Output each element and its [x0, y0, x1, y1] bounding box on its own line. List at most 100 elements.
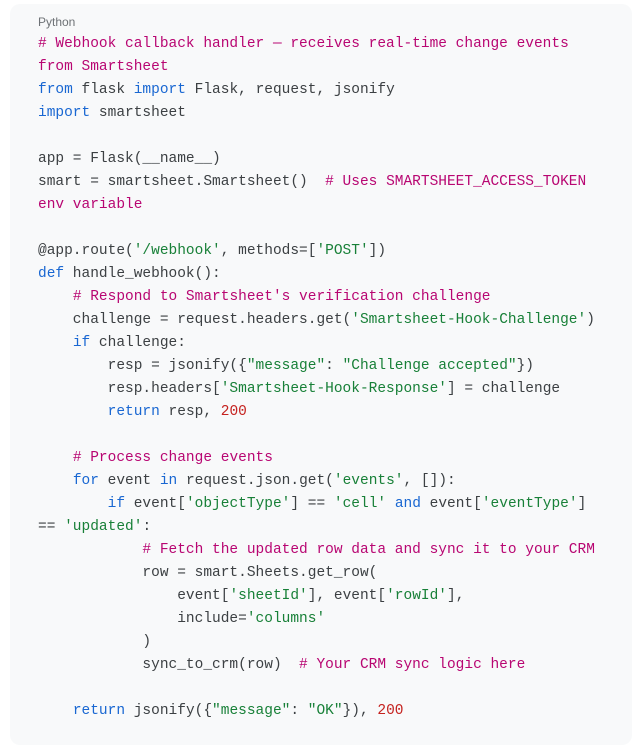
code-token-str: "OK" — [307, 703, 343, 719]
code-token-str: 'events' — [333, 473, 404, 489]
code-line: return resp, 200 — [38, 401, 624, 424]
code-token-kwd: and — [394, 496, 421, 512]
code-token-com: # Fetch the updated row data and sync it… — [142, 542, 595, 558]
code-line: from flask import Flask, request, jsonif… — [38, 79, 624, 102]
code-token-str: 'eventType' — [481, 496, 578, 512]
code-token-pln: event[ — [125, 496, 186, 512]
code-token-pln: ] == — [290, 496, 334, 512]
code-token-pln: resp = jsonify({ — [38, 358, 247, 374]
code-line: ) — [38, 631, 624, 654]
code-token-pln — [38, 335, 73, 351]
code-token-com: from Smartsheet — [38, 59, 169, 75]
code-token-pln: , []): — [403, 473, 456, 489]
code-token-kwd: if — [107, 496, 126, 512]
code-line: sync_to_crm(row) # Your CRM sync logic h… — [38, 654, 624, 677]
code-token-pln — [38, 496, 108, 512]
code-token-com: # Webhook callback handler — receives re… — [38, 36, 569, 52]
code-token-pln: resp, — [159, 404, 221, 420]
code-line: == 'updated': — [38, 516, 624, 539]
code-token-pln: include= — [38, 611, 247, 627]
code-token-pln: challenge: — [90, 335, 186, 351]
code-token-pln: , methods=[ — [220, 243, 317, 259]
code-token-com: # Respond to Smartsheet's verification c… — [72, 289, 491, 305]
code-line: smart = smartsheet.Smartsheet() # Uses S… — [38, 171, 624, 194]
code-line: env variable — [38, 194, 624, 217]
code-token-pln: event[ — [420, 496, 482, 512]
code-token-pln: : — [142, 519, 152, 535]
code-line — [38, 217, 624, 240]
code-line: row = smart.Sheets.get_row( — [38, 562, 624, 585]
code-token-pln: ] — [577, 496, 587, 512]
code-token-com: env variable — [38, 197, 143, 213]
code-token-com: # Your CRM sync logic here — [299, 657, 526, 673]
code-token-str: '/webhook' — [133, 243, 221, 259]
code-line: if event['objectType'] == 'cell' and eve… — [38, 493, 624, 516]
code-token-pln: @app.route( — [38, 243, 134, 259]
code-line: resp = jsonify({"message": "Challenge ac… — [38, 355, 624, 378]
code-lines-container: # Webhook callback handler — receives re… — [38, 33, 624, 723]
code-token-com: # Process change events — [72, 450, 273, 466]
code-line: event['sheetId'], event['rowId'], — [38, 585, 624, 608]
code-token-pln — [38, 289, 73, 305]
code-line — [38, 125, 624, 148]
code-token-str: 'sheetId' — [229, 588, 308, 604]
code-token-pln: event[ — [38, 588, 230, 604]
code-token-pln — [386, 496, 395, 512]
code-token-str: "message" — [246, 358, 326, 374]
code-token-pln — [38, 473, 73, 489]
code-token-kwd: import — [133, 82, 186, 98]
code-token-str: 'POST' — [316, 243, 369, 259]
code-token-str: 'cell' — [333, 496, 387, 512]
code-token-pln: ], — [447, 588, 465, 604]
code-token-str: 'Smartsheet-Hook-Response' — [220, 381, 447, 397]
code-token-lit: 200 — [377, 703, 404, 719]
code-line: from Smartsheet — [38, 56, 624, 79]
code-token-str: 'updated' — [64, 519, 143, 535]
code-token-pln — [38, 542, 142, 558]
code-token-pln: request.json.get( — [177, 473, 334, 489]
code-line: # Respond to Smartsheet's verification c… — [38, 286, 624, 309]
code-block-card: Python # Webhook callback handler — rece… — [10, 4, 632, 745]
code-token-pln: smart = smartsheet.Smartsheet() — [38, 174, 326, 190]
code-token-pln: ) — [38, 634, 152, 650]
code-token-pln: flask — [72, 82, 134, 98]
code-line: if challenge: — [38, 332, 624, 355]
code-line: resp.headers['Smartsheet-Hook-Response']… — [38, 378, 624, 401]
code-token-kwd: in — [159, 473, 178, 489]
code-line — [38, 424, 624, 447]
code-line: return jsonify({"message": "OK"}), 200 — [38, 700, 624, 723]
code-line: app = Flask(__name__) — [38, 148, 624, 171]
code-token-kwd: if — [72, 335, 91, 351]
code-token-pln — [38, 404, 108, 420]
code-token-pln: ] = challenge — [446, 381, 561, 397]
code-token-pln: jsonify({ — [125, 703, 213, 719]
code-token-pln: Flask, request, jsonify — [185, 82, 395, 98]
code-language-label: Python — [38, 15, 76, 29]
code-token-pln — [38, 450, 73, 466]
code-line: for event in request.json.get('events', … — [38, 470, 624, 493]
code-token-pln: event — [98, 473, 160, 489]
code-token-str: 'columns' — [246, 611, 326, 627]
code-token-str: "Challenge accepted" — [342, 358, 517, 374]
code-token-pln: app = Flask(__name__) — [38, 151, 221, 167]
code-token-str: 'objectType' — [185, 496, 291, 512]
code-token-pln: row = smart.Sheets.get_row( — [38, 565, 378, 581]
code-token-pln: resp.headers[ — [38, 381, 221, 397]
code-token-pln: sync_to_crm(row) — [38, 657, 300, 673]
code-token-pln: ], event[ — [307, 588, 387, 604]
code-token-com: # Uses SMARTSHEET_ACCESS_TOKEN — [325, 174, 587, 190]
code-content: # Webhook callback handler — receives re… — [38, 33, 624, 723]
code-line: include='columns' — [38, 608, 624, 631]
code-token-pln: }), — [342, 703, 378, 719]
code-token-pln: challenge = request.headers.get( — [38, 312, 352, 328]
code-token-pln: == — [38, 519, 65, 535]
code-token-pln: handle_webhook(): — [64, 266, 221, 282]
code-token-pln: : — [325, 358, 343, 374]
code-token-str: 'rowId' — [386, 588, 448, 604]
code-token-kwd: return — [107, 404, 160, 420]
code-token-kwd: from — [38, 82, 73, 98]
code-token-pln: smartsheet — [90, 105, 186, 121]
code-token-str: "message" — [212, 703, 291, 719]
code-token-lit: 200 — [220, 404, 247, 420]
code-line: import smartsheet — [38, 102, 624, 125]
